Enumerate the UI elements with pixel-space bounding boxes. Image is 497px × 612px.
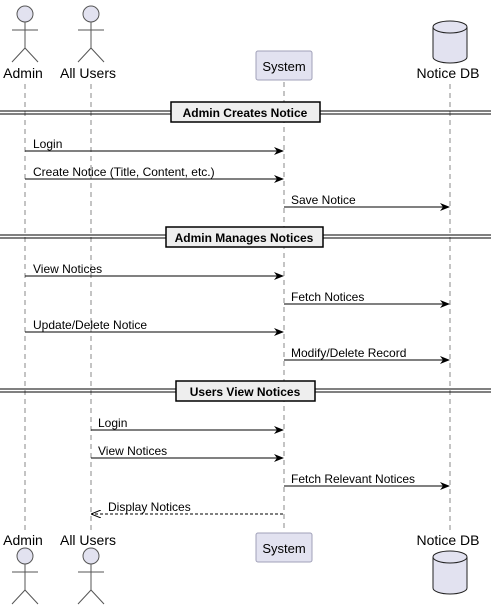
db-participant-bottom: Notice DB bbox=[416, 532, 480, 595]
divider-label: Admin Creates Notice bbox=[183, 106, 308, 120]
divider-label: Users View Notices bbox=[190, 385, 301, 399]
db-participant-top: Notice DB bbox=[416, 20, 480, 81]
message-label: Fetch Notices bbox=[291, 290, 364, 304]
divider-label: Admin Manages Notices bbox=[175, 231, 314, 245]
message-label: View Notices bbox=[33, 262, 102, 276]
message-label: Save Notice bbox=[291, 193, 356, 207]
admin-actor-top: Admin bbox=[3, 5, 43, 81]
message-label: Update/Delete Notice bbox=[33, 318, 147, 332]
divider-admin-manages: Admin Manages Notices bbox=[0, 226, 491, 248]
divider-users-view: Users View Notices bbox=[0, 380, 491, 402]
message-label: Fetch Relevant Notices bbox=[291, 472, 415, 486]
message-label: Modify/Delete Record bbox=[291, 346, 406, 360]
message-label: Create Notice (Title, Content, etc.) bbox=[33, 165, 215, 179]
users-label-top: All Users bbox=[60, 65, 116, 81]
message-label: Login bbox=[33, 137, 62, 151]
system-participant-bottom: System bbox=[255, 532, 313, 563]
db-label-top: Notice DB bbox=[416, 65, 479, 81]
system-label-top: System bbox=[262, 59, 305, 74]
users-label-bottom: All Users bbox=[60, 532, 116, 548]
message-label: Display Notices bbox=[108, 500, 191, 514]
message-label: View Notices bbox=[98, 444, 167, 458]
users-actor-top: All Users bbox=[60, 5, 116, 81]
admin-label-bottom: Admin bbox=[3, 532, 43, 548]
users-actor-bottom: All Users bbox=[60, 532, 116, 605]
divider-admin-creates: Admin Creates Notice bbox=[0, 101, 491, 123]
admin-label-top: Admin bbox=[3, 65, 43, 81]
db-label-bottom: Notice DB bbox=[416, 532, 479, 548]
message-label: Login bbox=[98, 416, 127, 430]
system-label-bottom: System bbox=[262, 541, 305, 556]
admin-actor-bottom: Admin bbox=[3, 532, 43, 605]
system-participant-top: System bbox=[255, 50, 313, 81]
